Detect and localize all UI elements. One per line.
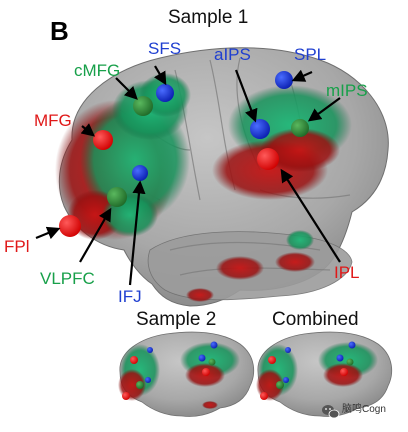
node-ifj (132, 165, 148, 181)
title-combined: Combined (272, 309, 359, 330)
label-vlpfc: VLPFC (40, 269, 95, 288)
label-fpi: FPl (4, 237, 30, 256)
label-sfs: SFS (148, 39, 182, 58)
label-ifj: IFJ (118, 287, 142, 306)
node-fpi (59, 215, 81, 237)
title-sample1: Sample 1 (168, 7, 249, 28)
label-mips: mIPS (326, 81, 368, 100)
label-mfg: MFG (34, 111, 72, 130)
node-mips (291, 119, 309, 137)
label-ipl: IPL (334, 263, 360, 282)
sample2-brain (118, 331, 255, 417)
leader-lines (35, 65, 341, 286)
panel-letter: B (50, 16, 69, 46)
watermark-text: 脑鸣Cogn (342, 404, 386, 415)
node-spl (275, 71, 293, 89)
node-vlpfc (107, 187, 127, 207)
label-cmfg: cMFG (74, 61, 121, 80)
node-aips (250, 119, 270, 139)
label-spl: SPL (294, 45, 327, 64)
node-sfs (156, 84, 174, 102)
node-mfg (93, 130, 113, 150)
node-cmfg (133, 96, 153, 116)
combined-brain (256, 331, 393, 417)
wechat-icon (322, 405, 340, 419)
title-sample2: Sample 2 (136, 309, 217, 330)
node-ipl (257, 148, 279, 170)
main-brain (35, 47, 389, 307)
region-nodes (59, 71, 309, 237)
label-aips: aIPS (214, 45, 251, 64)
